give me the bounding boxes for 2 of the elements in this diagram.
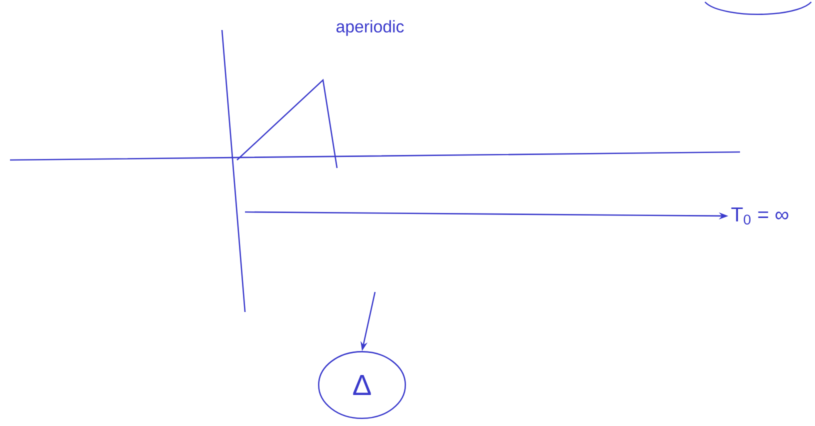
period-label: T$_{0}$ = ∞ [731,207,788,225]
title-label: aperiodic [336,20,404,36]
